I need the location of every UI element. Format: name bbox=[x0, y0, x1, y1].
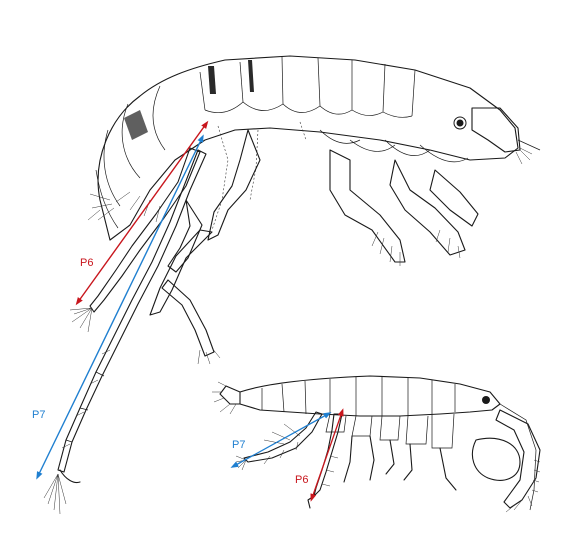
small-p6-arrow bbox=[310, 408, 344, 502]
small-p7-arrow bbox=[230, 412, 332, 468]
small-amphipod bbox=[212, 375, 541, 513]
small-p7-label: P7 bbox=[232, 439, 245, 451]
large-p7-arrow bbox=[36, 134, 204, 480]
large-p7-label: P7 bbox=[32, 409, 45, 421]
large-p6-label: P6 bbox=[80, 257, 93, 269]
small-p6-label: P6 bbox=[295, 474, 308, 486]
large-amphipod bbox=[43, 55, 541, 515]
large-p6-arrow bbox=[75, 120, 209, 306]
